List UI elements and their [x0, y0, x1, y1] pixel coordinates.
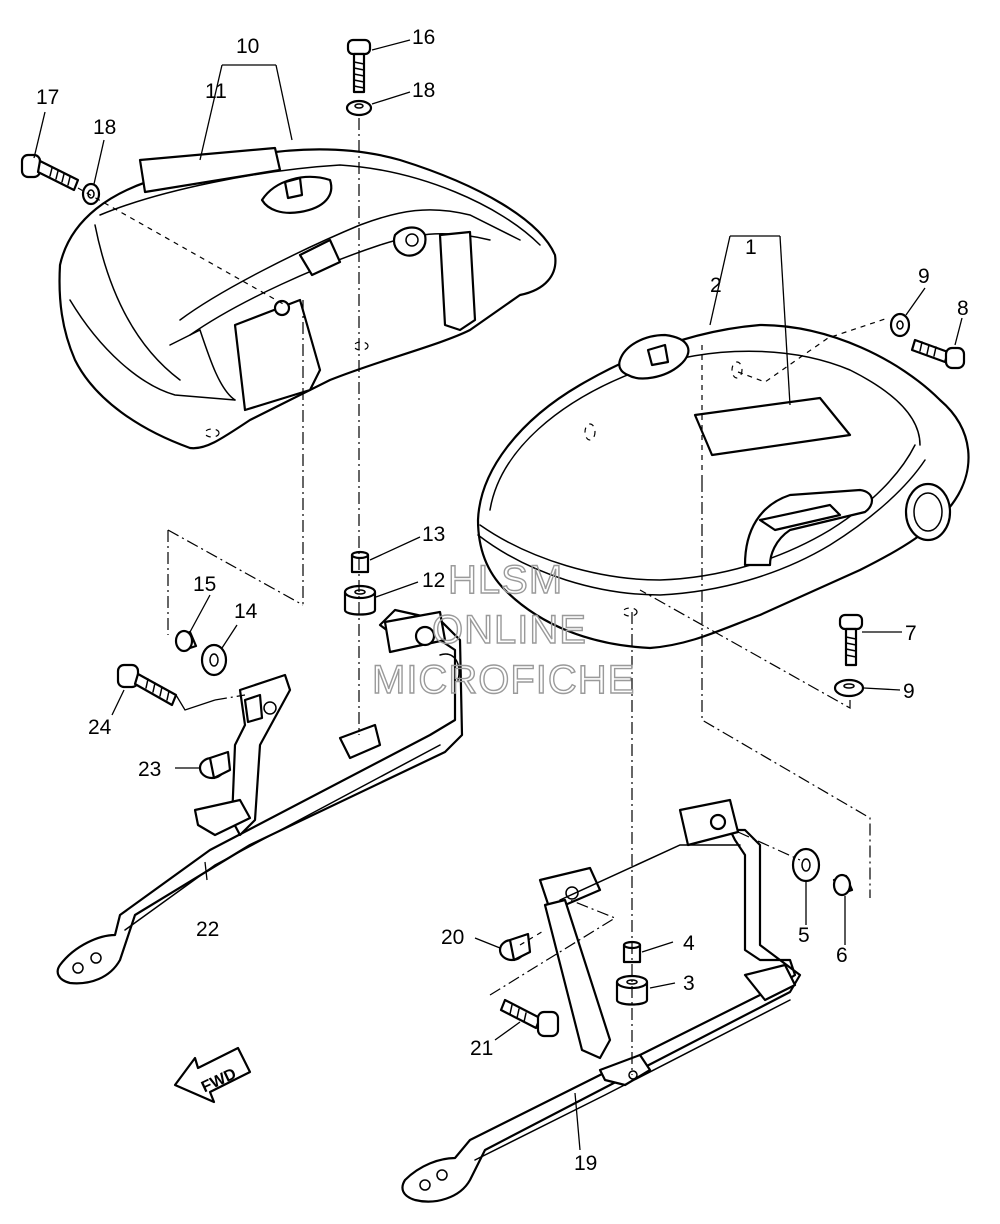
callout-17: 17	[36, 86, 59, 109]
fwd-arrow-icon: FWD	[173, 1046, 252, 1104]
callout-15: 15	[193, 573, 216, 596]
callout-11: 11	[205, 80, 227, 103]
callout-18-top: 18	[412, 79, 435, 102]
callout-1: 1	[745, 236, 757, 259]
leader-lines	[33, 39, 963, 1151]
callout-19: 19	[574, 1152, 597, 1175]
callout-9-top: 9	[918, 265, 930, 288]
callout-labels: 1 2 3 4 5 6 7 8 9 9 10 11 12 13 14 15 16…	[36, 26, 969, 1175]
callout-21: 21	[470, 1037, 493, 1060]
callout-23: 23	[138, 758, 161, 781]
grommet-5	[791, 847, 821, 883]
collar-13	[350, 550, 370, 574]
bolt-16	[346, 38, 372, 94]
watermark-line-3: MICROFICHE	[372, 658, 635, 702]
callout-2: 2	[710, 274, 722, 297]
callout-14: 14	[234, 600, 258, 623]
callout-20: 20	[441, 926, 464, 949]
washer-18-top	[345, 99, 373, 117]
right-saddlebag	[476, 323, 970, 650]
cap-20	[498, 932, 532, 962]
left-bracket	[56, 608, 464, 985]
callout-10: 10	[236, 35, 259, 58]
left-saddlebag	[58, 146, 557, 450]
callout-16: 16	[412, 26, 435, 49]
collar-6	[832, 873, 854, 897]
right-bracket	[401, 798, 802, 1203]
callout-6: 6	[836, 944, 848, 967]
bolt-17	[20, 153, 80, 192]
cap-23	[198, 750, 232, 780]
grommet-14	[200, 643, 228, 677]
callout-8: 8	[957, 297, 969, 320]
watermark: HLSM ONLINE MICROFICHE	[371, 557, 635, 702]
bolt-21	[499, 998, 560, 1038]
bolt-7	[838, 613, 864, 667]
callout-24: 24	[88, 716, 112, 739]
callout-18-left: 18	[93, 116, 116, 139]
bolt-8	[910, 338, 966, 370]
collar-15	[174, 629, 198, 653]
grommet-12	[343, 584, 377, 616]
callout-22: 22	[196, 918, 219, 941]
callout-7: 7	[905, 622, 917, 645]
assembly-lines	[77, 118, 889, 1075]
washer-9-bottom	[833, 678, 865, 698]
callout-12: 12	[422, 569, 445, 592]
callout-9-bottom: 9	[903, 680, 915, 703]
callout-5: 5	[798, 924, 810, 947]
washer-18-left	[81, 182, 101, 206]
callout-3: 3	[683, 972, 695, 995]
callout-13: 13	[422, 523, 445, 546]
bolt-24	[116, 663, 178, 707]
callout-4: 4	[683, 932, 695, 955]
washer-9-top	[889, 312, 911, 338]
watermark-line-1: HLSM	[448, 558, 563, 602]
watermark-line-2: ONLINE	[432, 608, 587, 652]
